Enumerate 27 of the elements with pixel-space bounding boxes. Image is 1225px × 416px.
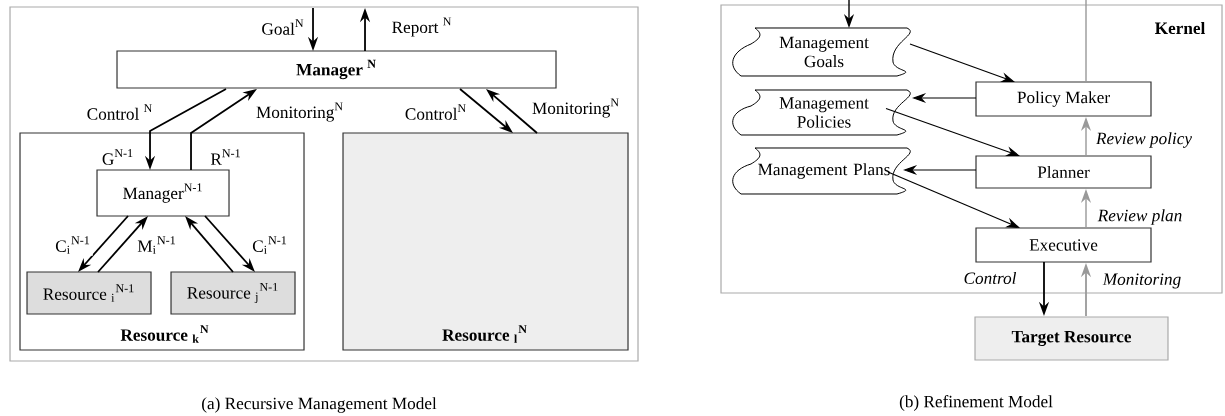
- edge-label: Control $^{N}$: [84, 102, 156, 122]
- process-box: Resource $_{i}$N-1: [26, 271, 152, 315]
- edge-label: Monitoring$^{N}$: [254, 100, 347, 124]
- document-scroll: Management Plans: [732, 147, 911, 195]
- edge-label: M$_{i}$N-1: [135, 234, 179, 256]
- signal-label: R$^{N-1}$: [210, 149, 240, 165]
- group-box: Resource $_{l}$N: [342, 132, 629, 351]
- process-box: Manager $^{N}$: [116, 50, 557, 89]
- edge-label: Report $^{N}$: [389, 15, 455, 39]
- edge-label: C$_{i}$N-1: [250, 234, 290, 256]
- process-box: Resource $_{j}$N-1: [170, 271, 296, 315]
- caption: (a) Recursive Management Model: [202, 397, 437, 413]
- edge-label: Goal$^{N}$: [259, 17, 307, 37]
- document-scroll: Management Policies: [732, 89, 911, 136]
- process-box: Manager$^{N-1}$: [96, 169, 230, 217]
- edge-label: Review plan: [1095, 207, 1185, 227]
- process-box: Executive: [975, 227, 1152, 263]
- edge-label: Review policy: [1094, 130, 1194, 150]
- process-box: Target Resource: [974, 316, 1169, 361]
- edge-label: Monitoring$^{N}$: [530, 96, 623, 120]
- edge-label: C$_{i}$N-1: [53, 234, 93, 256]
- edge-label: Control$^{N}$: [402, 102, 470, 122]
- process-box: Policy Maker: [975, 81, 1152, 117]
- caption: (b) Refinement Model: [899, 395, 1053, 411]
- edge-label: Monitoring: [1100, 271, 1184, 291]
- document-scroll: Management Goals: [732, 27, 911, 77]
- process-box: Planner: [975, 155, 1152, 189]
